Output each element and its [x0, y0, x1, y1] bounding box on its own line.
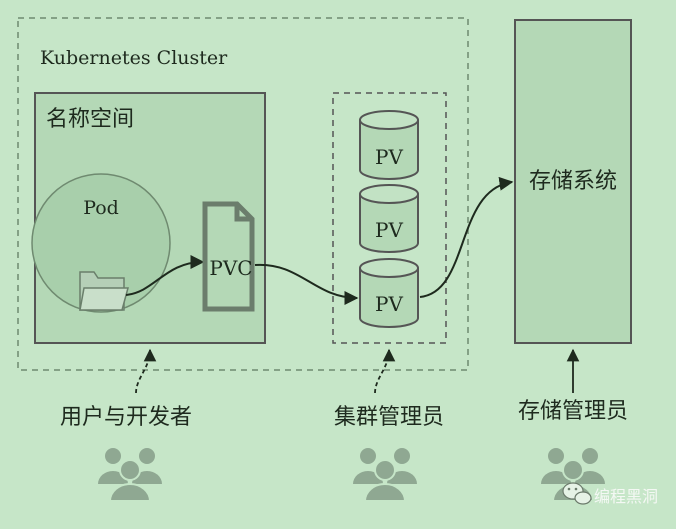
pv-label: PV	[375, 145, 403, 169]
namespace-title: 名称空间	[46, 107, 134, 132]
developer-label: 用户与开发者	[60, 405, 192, 430]
cluster-admin-label: 集群管理员	[334, 405, 444, 430]
wechat-icon	[562, 482, 592, 505]
cluster-boundary	[17, 17, 469, 371]
developer-arrow	[135, 348, 157, 394]
cluster-admin-arrow	[374, 348, 396, 394]
users-group-icon	[98, 448, 162, 502]
folder-icon	[79, 271, 129, 311]
pod-to-pvc-arrow	[125, 255, 205, 296]
pod-circle	[31, 173, 171, 313]
pv-to-storage-arrow	[419, 176, 514, 298]
storage-admin-label: 存储管理员	[518, 399, 628, 424]
pv-cylinder	[359, 110, 419, 180]
pv-cylinder	[359, 258, 419, 328]
pvc-to-pv-arrow	[254, 263, 359, 305]
pvc-document-icon	[202, 201, 255, 312]
pv-cylinder	[359, 184, 419, 253]
pvc-label: PVC	[209, 256, 252, 280]
pv-label: PV	[375, 218, 403, 242]
cluster-title: Kubernetes Cluster	[40, 47, 228, 69]
storage-system-title: 存储系统	[529, 169, 617, 194]
storage-system-box	[514, 19, 632, 344]
users-group-icon	[353, 448, 417, 502]
pv-pool-boundary	[332, 92, 447, 344]
pv-label: PV	[375, 292, 403, 316]
watermark-text: 编程黑洞	[594, 487, 658, 506]
pod-label: Pod	[83, 197, 119, 219]
